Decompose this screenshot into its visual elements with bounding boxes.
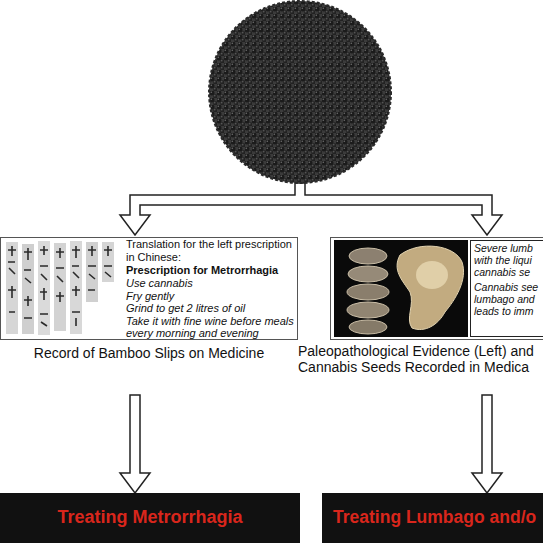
vertebra xyxy=(349,248,387,264)
bamboo-slip xyxy=(38,241,50,335)
prescription-step: Fry gently xyxy=(126,290,296,303)
photo-background xyxy=(334,240,468,337)
slip-ink xyxy=(56,248,64,302)
vertebra xyxy=(347,284,389,300)
translation-note: Translation for the left prescription in… xyxy=(126,238,296,263)
slip-ink xyxy=(24,248,32,318)
bamboo-slip xyxy=(54,243,66,331)
prescription-step: Grind to get 2 litres of oil xyxy=(126,302,296,315)
outcome-label: Treating Metrorrhagia xyxy=(0,506,300,528)
bamboo-slip xyxy=(86,242,98,302)
note-box: Severe lumb with the liqui cannabis seCa… xyxy=(470,240,543,337)
prescription-title: Prescription for Metrorrhagia xyxy=(126,264,296,277)
pelvis-bone xyxy=(397,246,463,329)
bone-highlight xyxy=(416,261,448,289)
bamboo-slip xyxy=(102,242,114,282)
outcome-bar: Treating Metrorrhagia xyxy=(0,493,300,543)
vertebra xyxy=(347,302,389,318)
bamboo-slip xyxy=(22,244,34,334)
figure-caption: Record of Bamboo Slips on Medicine xyxy=(0,345,298,361)
bamboo-slip xyxy=(70,241,82,334)
vertebra xyxy=(349,320,387,334)
prescription-step: Take it with fine wine before meals ever… xyxy=(126,315,296,340)
seed-pile-edge xyxy=(209,1,391,183)
outcome-label: Treating Lumbago and/o xyxy=(333,506,543,528)
record-panel: Translation for the left prescription in… xyxy=(0,237,298,395)
bamboo-slip xyxy=(6,242,18,334)
note-text: Cannabis see lumbago and leads to imm xyxy=(474,281,543,317)
outcome-bar: Treating Lumbago and/o xyxy=(322,493,543,543)
figure-caption: Paleopathological Evidence (Left) and Ca… xyxy=(298,343,543,375)
evidence-panel: Paleopathological Evidence (Left) and Ca… xyxy=(330,237,543,395)
split-arrow xyxy=(120,183,502,235)
slip-ink xyxy=(104,246,112,277)
slip-ink xyxy=(88,246,96,290)
cannabis-seed-pile xyxy=(209,1,391,183)
hollow-arrow xyxy=(472,395,502,493)
slip-ink xyxy=(40,246,48,326)
vertebra xyxy=(348,266,388,282)
slip-ink xyxy=(72,246,80,326)
slip-ink xyxy=(8,246,16,312)
note-text: Severe lumb with the liqui cannabis se xyxy=(474,242,543,278)
hollow-arrow xyxy=(120,395,150,493)
prescription-step: Use cannabis xyxy=(126,277,296,290)
